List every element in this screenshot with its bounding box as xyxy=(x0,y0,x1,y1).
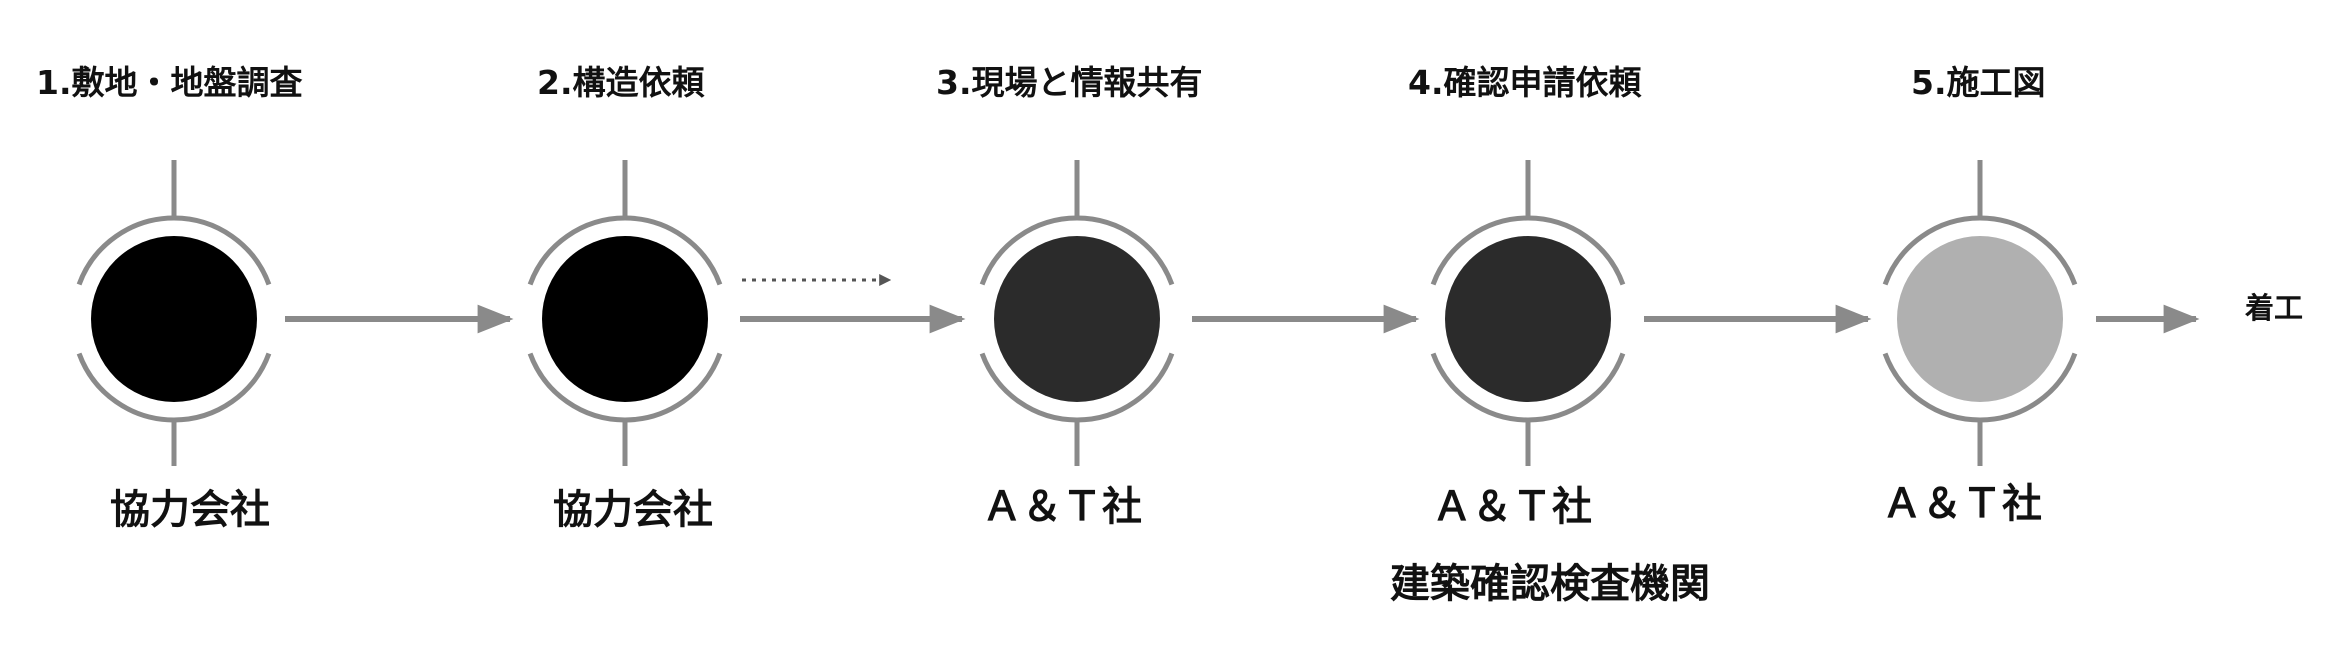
node-circle xyxy=(1897,236,2063,402)
node-circle xyxy=(1445,236,1611,402)
org-label-5: Ａ＆Ｔ社 xyxy=(1882,481,2042,527)
step-node-2 xyxy=(527,160,723,466)
step-title-4: 4.確認申請依頼 xyxy=(1408,63,1642,102)
node-arc-bottom xyxy=(979,352,1175,423)
node-arc-bottom xyxy=(527,352,723,423)
step-node-3 xyxy=(979,160,1175,466)
connectors xyxy=(285,274,2200,334)
step-title-2: 2.構造依頼 xyxy=(537,63,705,102)
node-arc-top xyxy=(1882,215,2078,286)
node-arc-top xyxy=(76,215,272,286)
end-label: 着工 xyxy=(2245,291,2304,325)
step-node-1 xyxy=(76,160,272,466)
node-arc-bottom xyxy=(76,352,272,423)
node-arc-top xyxy=(527,215,723,286)
org-label-1: 協力会社 xyxy=(110,487,270,533)
step-title-3: 3.現場と情報共有 xyxy=(936,63,1203,102)
org-label-4: Ａ＆Ｔ社 xyxy=(1432,484,1592,530)
step-nodes xyxy=(76,160,2078,466)
step-node-5 xyxy=(1882,160,2078,466)
node-arc-top xyxy=(1430,215,1626,286)
node-arc-bottom xyxy=(1882,352,2078,423)
step-node-4 xyxy=(1430,160,1626,466)
node-circle xyxy=(994,236,1160,402)
step-title-5: 5.施工図 xyxy=(1911,63,2046,102)
org-label-3: Ａ＆Ｔ社 xyxy=(982,484,1142,530)
node-circle xyxy=(91,236,257,402)
node-arc-top xyxy=(979,215,1175,286)
step-title-1: 1.敷地・地盤調査 xyxy=(36,63,303,102)
node-circle xyxy=(542,236,708,402)
node-arc-bottom xyxy=(1430,352,1626,423)
org-label-2: 協力会社 xyxy=(553,487,713,533)
extra-org-label: 建築確認検査機関 xyxy=(1390,561,1710,607)
